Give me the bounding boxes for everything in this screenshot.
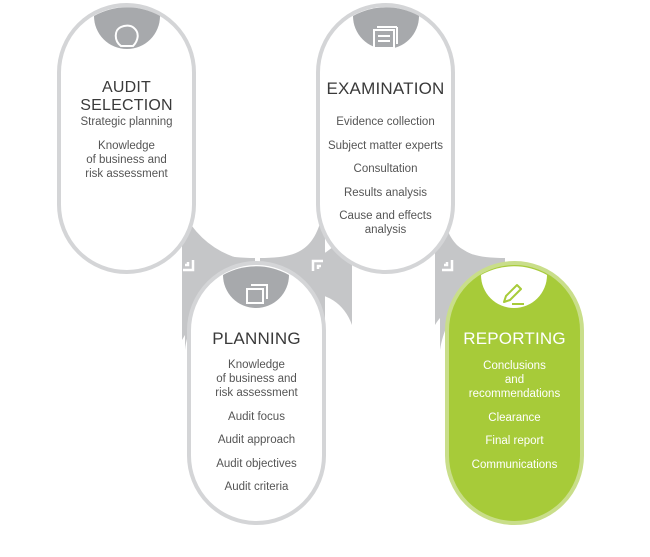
stage-items: Knowledge of business and risk assessmen… bbox=[197, 358, 316, 504]
stage-title: PLANNING bbox=[212, 329, 301, 348]
pill-audit-selection bbox=[57, 3, 196, 274]
lightbulb-icon bbox=[114, 24, 139, 51]
arrow-icon-2 bbox=[311, 259, 323, 271]
stage-item: Subject matter experts bbox=[327, 139, 444, 152]
copy-icon bbox=[246, 284, 268, 304]
stage-item: Clearance bbox=[488, 411, 541, 424]
icon-disk-examination bbox=[353, 7, 419, 49]
stage-items: Strategic planning Knowledge of business… bbox=[67, 115, 186, 190]
arrow-icon-1 bbox=[183, 260, 195, 272]
stage-item: Audit objectives bbox=[216, 457, 297, 470]
stage-examination: EXAMINATION Evidence collection Subject … bbox=[318, 5, 453, 272]
stage-item: Conclusions and recommendations bbox=[468, 360, 561, 400]
stage-audit-selection: AUDIT SELECTION Strategic planning Knowl… bbox=[59, 5, 194, 272]
stage-item: Communications bbox=[471, 458, 558, 471]
icon-disk-audit-selection bbox=[94, 7, 160, 49]
stage-items: Evidence collection Subject matter exper… bbox=[326, 115, 445, 247]
stage-planning: PLANNING Knowledge of business and risk … bbox=[189, 263, 324, 523]
stage-item: Knowledge of business and risk assessmen… bbox=[85, 139, 168, 180]
stage-item: Consultation bbox=[353, 163, 418, 175]
stage-item: Audit criteria bbox=[224, 481, 289, 493]
stage-item: Evidence collection bbox=[336, 116, 435, 128]
stage-items: Conclusions and recommendations Clearanc… bbox=[455, 359, 574, 481]
stage-reporting: REPORTING Conclusions and recommendation… bbox=[447, 263, 582, 523]
stage-item: Strategic planning bbox=[80, 116, 173, 128]
stage-item: Audit approach bbox=[217, 434, 296, 446]
stage-item: Final report bbox=[485, 435, 544, 447]
pill-planning bbox=[187, 261, 326, 525]
pill-reporting bbox=[445, 261, 584, 525]
stage-title: EXAMINATION bbox=[326, 79, 445, 98]
arrow-icon-3 bbox=[442, 260, 454, 272]
stage-item: Knowledge of business and risk assessmen… bbox=[215, 359, 298, 399]
stage-item: Cause and effects analysis bbox=[339, 210, 432, 236]
icon-disk-planning bbox=[223, 266, 289, 308]
pill-examination bbox=[316, 3, 455, 274]
pencil-icon bbox=[503, 284, 524, 305]
stage-item: Results analysis bbox=[343, 186, 428, 199]
stage-title: REPORTING bbox=[463, 329, 566, 348]
document-icon bbox=[373, 26, 398, 49]
stage-title: AUDIT SELECTION bbox=[80, 79, 173, 114]
stage-item: Audit focus bbox=[228, 410, 285, 423]
